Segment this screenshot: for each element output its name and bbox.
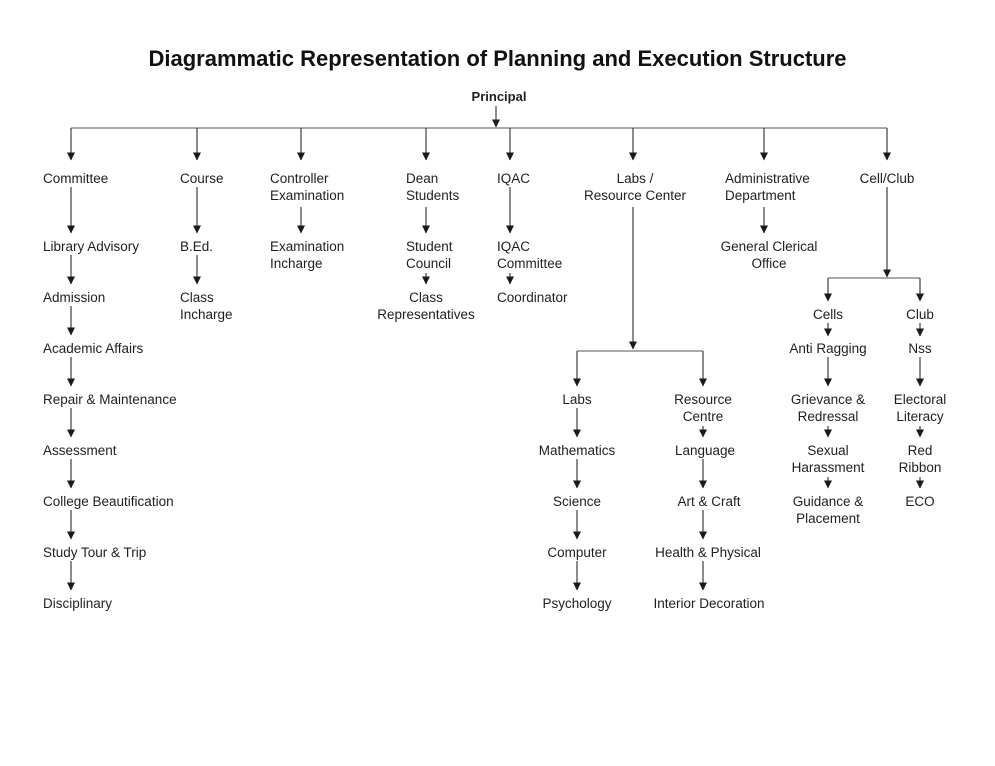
node-grievance-redressal: Grievance & Redressal bbox=[790, 392, 866, 424]
node-electoral-literacy: Electoral Literacy bbox=[893, 392, 947, 424]
root-connectors bbox=[67, 106, 891, 161]
node-cell-club: Cell/Club bbox=[859, 171, 915, 186]
node-administrative-department: Administrative Department bbox=[725, 171, 810, 203]
node-college-beautification: College Beautification bbox=[43, 494, 174, 509]
node-academic-affairs: Academic Affairs bbox=[43, 341, 144, 356]
node-psychology: Psychology bbox=[542, 596, 612, 611]
node-examination-incharge: Examination Incharge bbox=[270, 239, 345, 271]
node-study-tour-trip: Study Tour & Trip bbox=[43, 545, 147, 560]
node-science: Science bbox=[552, 494, 602, 509]
node-disciplinary: Disciplinary bbox=[43, 596, 113, 611]
node-resource-centre: Resource Centre bbox=[674, 392, 732, 424]
node-anti-ragging: Anti Ragging bbox=[789, 341, 867, 356]
node-health-physical: Health & Physical bbox=[655, 545, 761, 560]
node-sexual-harassment: Sexual Harassment bbox=[791, 443, 865, 475]
node-mathematics: Mathematics bbox=[538, 443, 616, 458]
node-iqac: IQAC bbox=[497, 171, 531, 186]
cell-club-connectors bbox=[824, 187, 924, 489]
node-eco: ECO bbox=[905, 494, 935, 509]
node-student-council: Student Council bbox=[406, 239, 453, 271]
node-admission: Admission bbox=[43, 290, 106, 305]
node-club: Club bbox=[906, 307, 934, 322]
node-course: Course bbox=[180, 171, 224, 186]
node-language: Language bbox=[674, 443, 736, 458]
diagram-title: Diagrammatic Representation of Planning … bbox=[148, 46, 847, 71]
node-labs-resource-center: Labs / Resource Center bbox=[583, 171, 687, 203]
node-nss: Nss bbox=[908, 341, 932, 356]
node-library-advisory: Library Advisory bbox=[43, 239, 140, 254]
node-iqac-committee: IQAC Committee bbox=[497, 239, 563, 271]
node-computer: Computer bbox=[547, 545, 607, 560]
node-class-incharge: Class Incharge bbox=[180, 290, 233, 322]
node-class-representatives: Class Representatives bbox=[377, 290, 475, 322]
node-general-clerical-office: General Clerical Office bbox=[720, 239, 818, 271]
node-art-craft: Art & Craft bbox=[677, 494, 741, 509]
node-bed: B.Ed. bbox=[180, 239, 214, 254]
node-coordinator: Coordinator bbox=[497, 290, 568, 305]
node-repair-maintenance: Repair & Maintenance bbox=[43, 392, 177, 407]
node-interior-decoration: Interior Decoration bbox=[653, 596, 765, 611]
node-dean-students: Dean Students bbox=[406, 171, 460, 203]
node-assessment: Assessment bbox=[43, 443, 117, 458]
labs-resource-connectors bbox=[573, 207, 707, 591]
node-cells: Cells bbox=[812, 307, 843, 322]
node-principal: Principal bbox=[471, 89, 527, 104]
node-committee: Committee bbox=[43, 171, 109, 186]
node-controller-examination: Controller Examination bbox=[270, 171, 345, 203]
node-guidance-placement: Guidance & Placement bbox=[792, 494, 864, 526]
node-red-ribbon: Red Ribbon bbox=[898, 443, 942, 475]
node-labs: Labs bbox=[562, 392, 592, 407]
